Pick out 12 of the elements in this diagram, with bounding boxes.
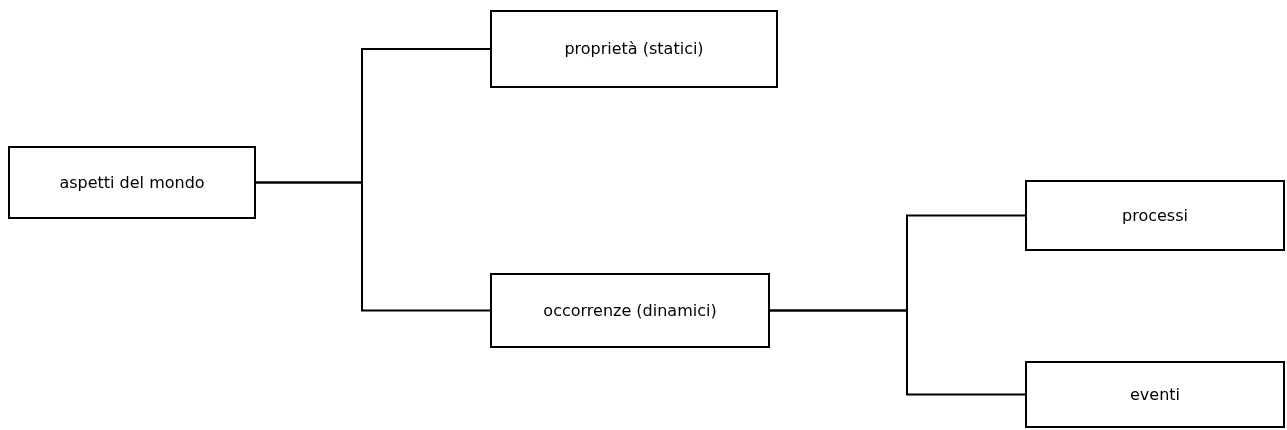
concept-box (490, 273, 770, 348)
box-label: proprietà (statici) (564, 38, 704, 60)
box-label: aspetti del mondo (59, 171, 205, 194)
concept-box (1025, 361, 1285, 428)
concept-box (490, 10, 778, 88)
box-label: occorrenze (dinamici) (543, 299, 717, 322)
connector-line (769, 309, 1026, 396)
concept-box (1025, 180, 1285, 251)
connector-line (255, 181, 491, 312)
concept-box (8, 146, 256, 219)
box-label: eventi (1130, 383, 1180, 406)
box-label: processi (1122, 204, 1188, 227)
